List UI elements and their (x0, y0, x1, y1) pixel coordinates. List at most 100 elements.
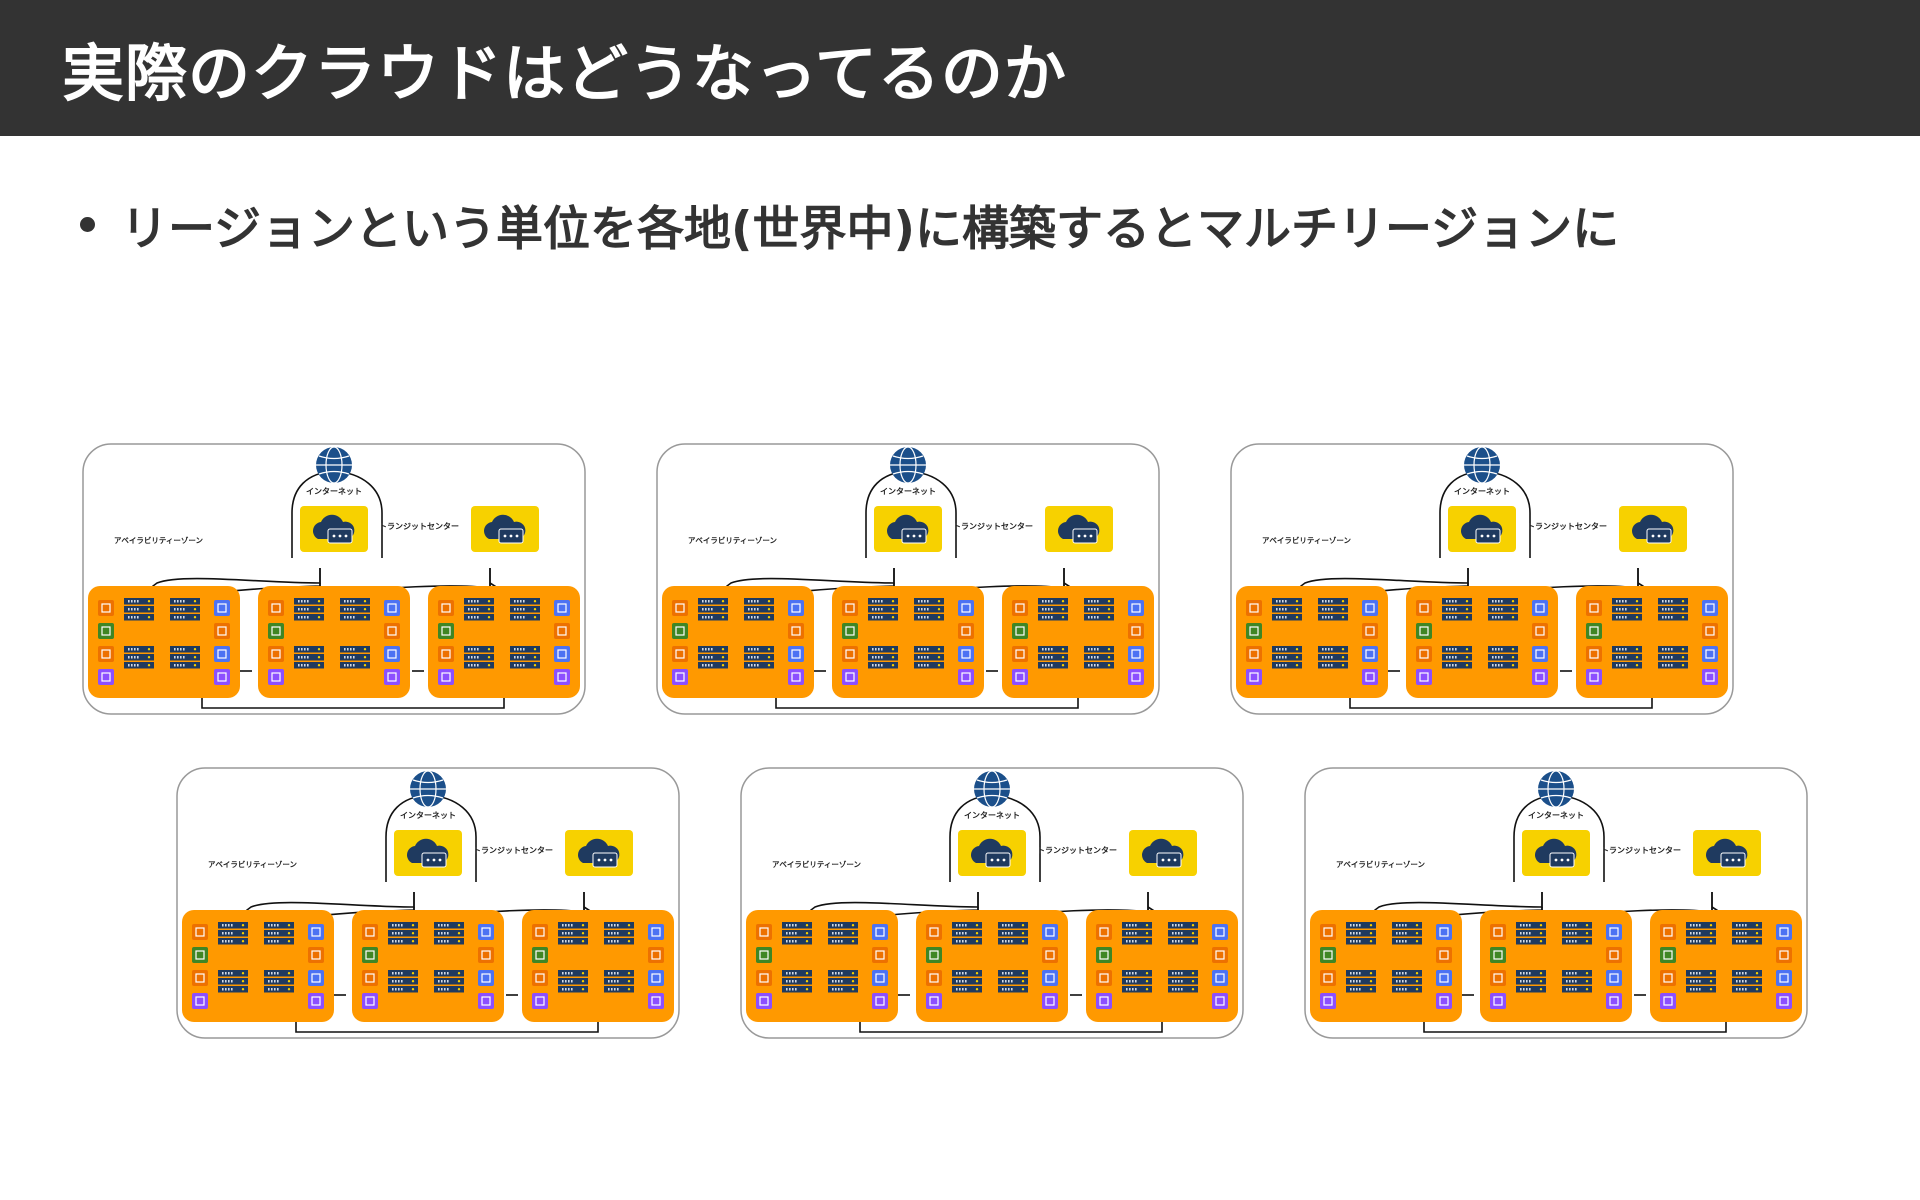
service-icon (1128, 646, 1144, 662)
service-icon (268, 646, 284, 662)
service-icon (554, 646, 570, 662)
server-rack-icon (264, 922, 294, 945)
service-icon (1128, 600, 1144, 616)
server-rack-icon (1516, 970, 1546, 993)
region-diagram: インターネットトランジットセンターアベイラビリティーゾーン (82, 443, 586, 715)
service-icon (1320, 993, 1336, 1009)
availability-zone (522, 910, 674, 1022)
service-icon (308, 947, 324, 963)
cloud-gateway-icon (1632, 514, 1674, 544)
transit-center-label: トランジットセンター (1037, 845, 1117, 855)
service-icon (1042, 970, 1058, 986)
service-icon (1776, 993, 1792, 1009)
transit-center (394, 830, 462, 876)
service-icon (1436, 993, 1452, 1009)
service-icon (1606, 947, 1622, 963)
service-icon (1362, 600, 1378, 616)
server-rack-icon (464, 646, 494, 669)
server-rack-icon (1562, 922, 1592, 945)
internet-label: インターネット (880, 486, 936, 496)
server-rack-icon (914, 646, 944, 669)
service-icon (1776, 947, 1792, 963)
service-icon (98, 669, 114, 685)
service-icon (1702, 646, 1718, 662)
availability-zone-label: アベイラビリティーゾーン (1262, 535, 1352, 545)
service-icon (1702, 623, 1718, 639)
slide-title-bar: 実際のクラウドはどうなってるのか (0, 0, 1920, 136)
service-icon (1012, 669, 1028, 685)
server-rack-icon (1122, 922, 1152, 945)
service-icon (1660, 993, 1676, 1009)
service-icon (438, 600, 454, 616)
transit-center-label: トランジットセンター (1601, 845, 1681, 855)
server-rack-icon (340, 646, 370, 669)
availability-zone (258, 586, 410, 698)
server-rack-icon (952, 970, 982, 993)
service-icon (214, 600, 230, 616)
service-icon (1096, 947, 1112, 963)
availability-zone-label: アベイラビリティーゾーン (114, 535, 204, 545)
service-icon (532, 993, 548, 1009)
service-icon (1606, 924, 1622, 940)
service-icon (438, 646, 454, 662)
service-icon (192, 924, 208, 940)
server-rack-icon (1168, 970, 1198, 993)
bullet-item: リージョンという単位を各地(世界中)に構築するとマルチリージョンに (80, 190, 1619, 259)
server-rack-icon (124, 646, 154, 669)
internet-label: インターネット (1454, 486, 1510, 496)
transit-center (565, 830, 633, 876)
server-rack-icon (1442, 598, 1472, 621)
service-icon (842, 600, 858, 616)
service-icon (672, 669, 688, 685)
server-rack-icon (464, 598, 494, 621)
service-icon (1012, 623, 1028, 639)
service-icon (362, 924, 378, 940)
transit-center-label: トランジットセンター (379, 521, 459, 531)
server-rack-icon (1488, 646, 1518, 669)
transit-center (300, 506, 368, 552)
slide-title: 実際のクラウドはどうなってるのか (62, 37, 1067, 110)
service-icon (554, 669, 570, 685)
service-icon (1586, 669, 1602, 685)
service-icon (1436, 947, 1452, 963)
server-rack-icon (1084, 646, 1114, 669)
availability-zone-label: アベイラビリティーゾーン (208, 859, 298, 869)
cloud-gateway-icon (1535, 838, 1577, 868)
server-rack-icon (1562, 970, 1592, 993)
service-icon (1416, 623, 1432, 639)
server-rack-icon (264, 970, 294, 993)
server-rack-icon (914, 598, 944, 621)
availability-zone (1650, 910, 1802, 1022)
service-icon (1416, 600, 1432, 616)
transit-center (1693, 830, 1761, 876)
service-icon (1436, 924, 1452, 940)
availability-zone-label: アベイラビリティーゾーン (772, 859, 862, 869)
service-icon (1532, 600, 1548, 616)
service-icon (788, 600, 804, 616)
service-icon (672, 646, 688, 662)
server-rack-icon (1392, 970, 1422, 993)
service-icon (872, 924, 888, 940)
cloud-gateway-icon (578, 838, 620, 868)
service-icon (192, 970, 208, 986)
service-icon (1586, 646, 1602, 662)
availability-zone-label: アベイラビリティーゾーン (688, 535, 778, 545)
service-icon (1012, 600, 1028, 616)
service-icon (1128, 623, 1144, 639)
transit-center (874, 506, 942, 552)
transit-center (958, 830, 1026, 876)
service-icon (478, 993, 494, 1009)
server-rack-icon (1346, 922, 1376, 945)
server-rack-icon (744, 598, 774, 621)
cloud-gateway-icon (484, 514, 526, 544)
server-rack-icon (744, 646, 774, 669)
availability-zone (1086, 910, 1238, 1022)
service-icon (532, 924, 548, 940)
region-diagram: インターネットトランジットセンターアベイラビリティーゾーン (1304, 767, 1808, 1039)
region-diagram: インターネットトランジットセンターアベイラビリティーゾーン (176, 767, 680, 1039)
service-icon (384, 646, 400, 662)
service-icon (788, 669, 804, 685)
